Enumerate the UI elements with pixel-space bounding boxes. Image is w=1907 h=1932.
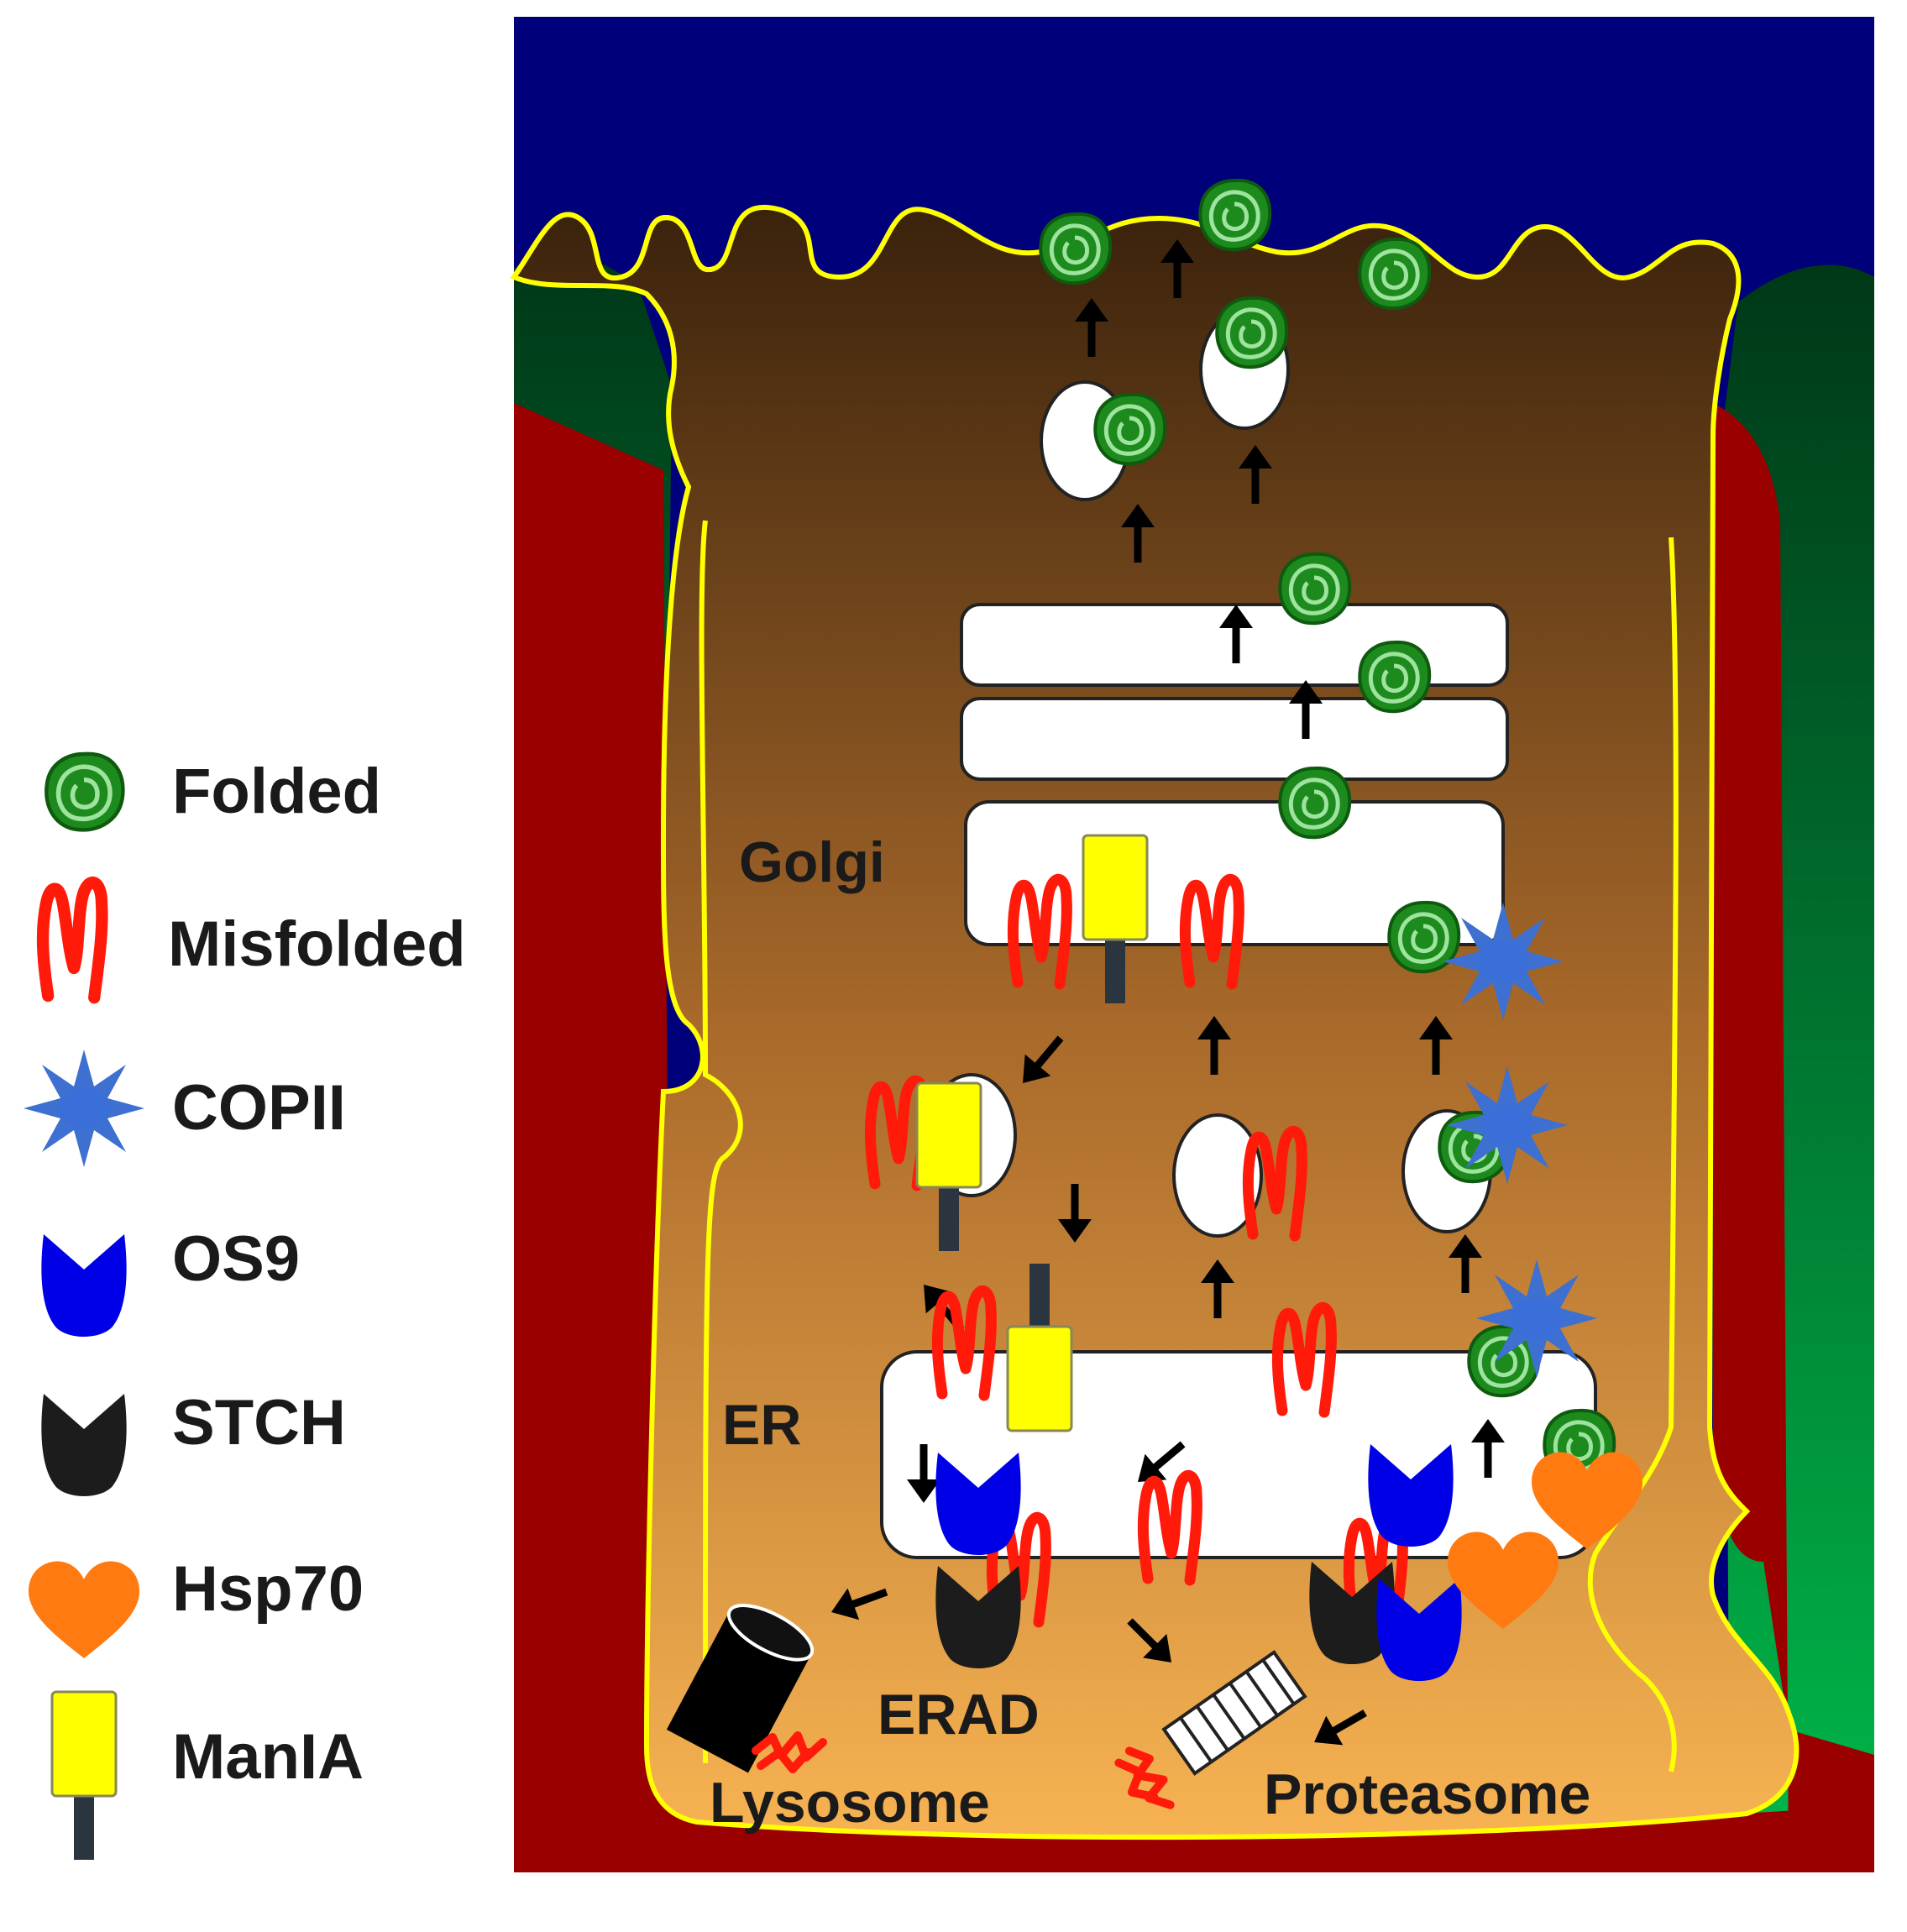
- stch-icon: [41, 1394, 127, 1496]
- folded-icon: [46, 754, 123, 830]
- legend-item-hsp70: Hsp70: [29, 1553, 364, 1658]
- folded-protein: [1095, 395, 1165, 463]
- apical-membrane: [511, 212, 715, 281]
- folded-protein: [1217, 298, 1286, 367]
- legend-item-folded: Folded: [46, 754, 381, 830]
- right-red-junction: [1713, 403, 1874, 1872]
- golgi-cisterna-2: [960, 697, 1509, 781]
- misfolded-icon: [43, 882, 102, 997]
- folded-protein: [1360, 239, 1429, 308]
- legend-item-mania: ManIA: [50, 1690, 364, 1861]
- legend-item-copii: COPII: [24, 1050, 346, 1167]
- copii-icon: [24, 1050, 144, 1167]
- folded-protein: [1280, 768, 1349, 837]
- proteasome: [1161, 1650, 1307, 1776]
- legend: Folded Misfolded COPII OS9 STCH Hsp70 Ma…: [24, 754, 466, 1861]
- bottom-red-band: [514, 1780, 1874, 1872]
- lysosome: [666, 1604, 815, 1773]
- mania-icon: [50, 1690, 118, 1861]
- legend-label-stch: STCH: [172, 1387, 346, 1458]
- vesicle: [1172, 1113, 1263, 1238]
- mania-enzymes: [915, 834, 1149, 1432]
- er-label: ER: [722, 1393, 801, 1457]
- lysosome-label: Lysosome: [710, 1771, 990, 1835]
- legend-item-misfolded: Misfolded: [43, 882, 466, 997]
- golgi-label: Golgi: [739, 830, 885, 894]
- legend-label-mania: ManIA: [172, 1721, 364, 1793]
- left-junction-line: [699, 520, 743, 1764]
- legend-label-misfolded: Misfolded: [168, 908, 466, 980]
- folded-protein: [1360, 642, 1429, 711]
- os9-icon: [41, 1234, 127, 1337]
- legend-label-folded: Folded: [172, 756, 381, 827]
- legend-item-os9: OS9: [41, 1223, 300, 1337]
- legend-label-os9: OS9: [172, 1223, 300, 1295]
- legend-item-stch: STCH: [41, 1387, 346, 1496]
- erad-label: ERAD: [878, 1683, 1040, 1746]
- left-red-junction: [514, 403, 672, 1872]
- mania: [1006, 1264, 1073, 1432]
- hsp70-icon: [29, 1561, 139, 1658]
- right-junction-line: [1587, 537, 1679, 1772]
- legend-label-copii: COPII: [172, 1072, 346, 1144]
- legend-label-hsp70: Hsp70: [172, 1553, 364, 1625]
- folded-protein: [1040, 214, 1110, 283]
- proteasome-label: Proteasome: [1264, 1762, 1590, 1826]
- folded-protein: [1280, 554, 1349, 623]
- folded-protein: [1200, 181, 1270, 249]
